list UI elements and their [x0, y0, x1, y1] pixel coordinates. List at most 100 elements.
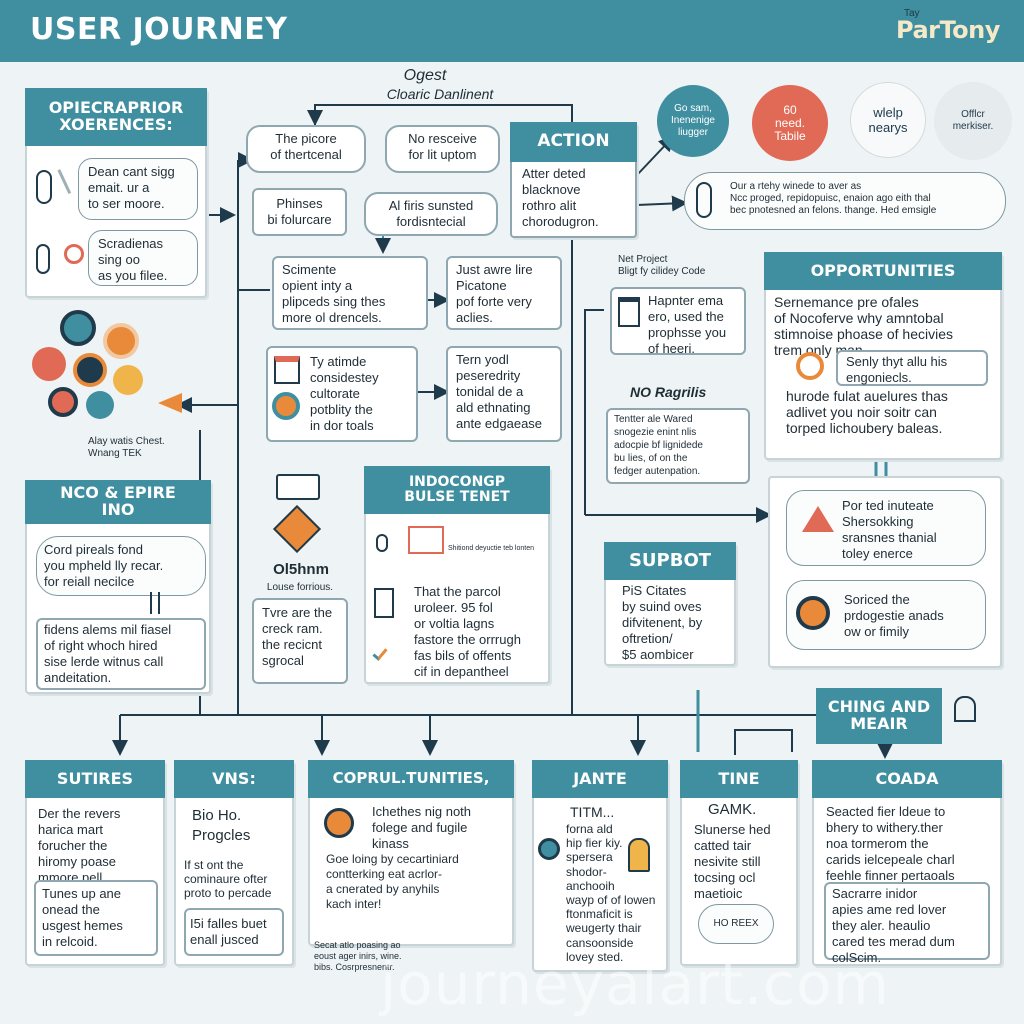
node-resceive-text: No resceive for lit uptom [408, 131, 477, 162]
experience-item-1 [78, 158, 198, 220]
cluster-circle-navy [73, 353, 107, 387]
bottom-jante-text-2: forna ald hip fier kiy. spersera shodor-… [566, 822, 656, 964]
node-resceive [385, 125, 500, 173]
right-item-2-text: Soriced the prdogestie anads ow or fimil… [844, 592, 944, 639]
node-atimde-text: Ty atimde considestey cultorate potblity… [310, 354, 379, 433]
bottom-vns-box [184, 908, 284, 956]
bottom-title-tine: TINE [680, 760, 798, 798]
bottom-jante-icon [538, 838, 560, 860]
node-phinses-text: Phinses bi folurcare [267, 196, 332, 227]
action-note [684, 172, 1006, 230]
link-icon-2 [376, 534, 388, 552]
building-icon [274, 356, 300, 384]
bottom-jante-figure [628, 838, 650, 872]
brand-tagline: Tay [904, 8, 920, 19]
node-scimente-text: Scimente opient inty a plipceds sing the… [282, 262, 386, 325]
circle-node-3: wlelp nearys [850, 82, 926, 158]
bottom-sutires-text-1: Der the revers harica mart forucher the … [38, 806, 121, 885]
node-picore-text: The picore of thertcenal [270, 131, 342, 162]
center-chart-caption: Shitiond deyuctie teb lonten [448, 545, 535, 552]
experience-item-2-text: Scradienas sing oo as you filee. [98, 236, 168, 283]
clipboard-icon [618, 297, 640, 327]
bottom-coada-text-1: Seacted fier ldeue to bhery to withery.t… [826, 804, 955, 883]
bottom-tine-text-3: HO REEX [713, 918, 759, 929]
cluster-circle-teal [60, 310, 96, 346]
bottom-coprul-text-1: Ichethes nig noth folege and fugile kina… [372, 804, 472, 851]
page-title: USER JOURNEY [30, 12, 288, 47]
bottom-title-jante: JANTE [532, 760, 668, 798]
node-picatone [446, 256, 562, 330]
nco-title: NCO & EPIRE INO [25, 480, 211, 524]
cluster-circle-orange [103, 323, 139, 359]
document-icon [374, 588, 394, 618]
mid-note-2-text: Tentter ale Wared snogezie enint nlis ad… [614, 414, 703, 477]
camera-icon [796, 596, 830, 630]
bottom-vns-text-2: If st ont the cominaure ofter proto to p… [184, 858, 272, 900]
bottom-title-coprul: COPRUL.TUNITIES, [308, 760, 514, 798]
experience-item-1-text: Dean cant sigg emait. ur a to ser moore. [88, 164, 175, 211]
link-icon [36, 244, 50, 274]
no-ragrilis-label: NO Ragrilis [630, 384, 707, 400]
ching-badge: CHING AND MEAIR [816, 688, 942, 744]
pin-icon [696, 182, 712, 218]
bottom-sutires-text-2: Tunes up ane onead the usgest hemes in r… [42, 886, 123, 949]
cluster-circle-gold [113, 365, 143, 395]
action-text: Atter deted blacknove rothro alit chorod… [522, 166, 599, 229]
icon-cluster [18, 305, 188, 435]
bottom-coprul-text-3: Secat atlo poasing ao eoust ager inirs, … [314, 940, 402, 972]
tv-icon [276, 474, 320, 500]
circle-node-2-label: 60 need. Tabile [774, 102, 806, 143]
heart-label-line2: Louse forrious. [266, 582, 334, 593]
nco-item-2-text: fidens alems mil fiasel of right whoch h… [44, 622, 172, 685]
circle-node-3-label: wlelp nearys [868, 105, 908, 135]
target-icon [64, 244, 84, 264]
chair-icon [954, 696, 976, 722]
opportunities-sub [836, 350, 988, 386]
mid-note-2 [606, 408, 750, 484]
node-tern-text: Tern yodl peseredrity tonidal de a ald e… [456, 352, 543, 431]
experiences-panel-title: OPIECRAPRIOR XOERENCES: [25, 88, 207, 146]
center-panel-title: INDOCONGP BULSE TENET [364, 466, 550, 514]
header-bar: USER JOURNEY Tay ParTony [0, 0, 1024, 62]
cluster-label: Alay watis Chest. Wnang TEK [88, 436, 165, 459]
bottom-tine-bubble [698, 904, 774, 944]
node-phinses [252, 188, 347, 236]
cluster-circle-teal-2 [86, 391, 114, 419]
bottom-title-coada: COADA [812, 760, 1002, 798]
bottom-coprul-icon [324, 808, 354, 838]
center-panel-text: That the parcol uroleer. 95 fol or volti… [414, 584, 521, 679]
support-title: SUPBOT [604, 542, 736, 580]
bottom-tine-text-2: Slunerse hed catted tair nesivite still … [694, 822, 771, 901]
gear-icon [272, 392, 300, 420]
opportunities-title: OPPORTUNITIES [764, 252, 1002, 290]
top-label-line1: Ogest [403, 67, 447, 84]
bottom-sutires-box [34, 880, 158, 956]
bottom-jante-text-1: TITM... [570, 804, 615, 820]
heart-label-line1: Ol5hnm [273, 561, 329, 578]
experience-item-2 [88, 230, 198, 286]
circle-node-4: Offlcr merkiser. [934, 82, 1012, 160]
circle-node-1-label: Go sam, Inenenige liugger [671, 103, 715, 138]
nco-item-1-text: Cord pireals fond you mpheld lly recar. … [44, 542, 164, 589]
bottom-coprul-text-2: Goe loing by cecartiniard contterking ea… [326, 852, 459, 911]
right-item-1-text: Por ted inuteate Shersokking sransnes th… [842, 498, 937, 561]
cluster-circle-coral [32, 347, 66, 381]
heart-note-text: Tvre are the creck ram. the recicnt sgro… [262, 605, 333, 668]
flag-icon [802, 506, 834, 532]
person-icon [36, 170, 52, 204]
top-label-line2: Cloaric Danlinent [386, 86, 494, 102]
bottom-coada-box [824, 882, 990, 960]
nco-item-1 [36, 536, 206, 596]
node-scimente [272, 256, 428, 330]
bottom-title-vns: VNS: [174, 760, 294, 798]
project-note: Net Project Bligt fy cilidey Code [618, 254, 706, 277]
figure-icon [150, 592, 160, 614]
bottom-vns-text-1: Bio Ho. Progcles [192, 807, 251, 844]
opportunities-text-1: Sernemance pre ofales of Nocoferve why a… [774, 294, 953, 358]
heart-note [252, 598, 348, 684]
bottom-vns-text-3: I5i falles buet enall jusced [190, 916, 267, 947]
opportunities-text-2: hurode fulat auelures thas adlivet you n… [786, 388, 948, 436]
eye-icon [796, 352, 824, 380]
circle-node-1: Go sam, Inenenige liugger [657, 85, 729, 157]
node-picore [246, 125, 366, 173]
